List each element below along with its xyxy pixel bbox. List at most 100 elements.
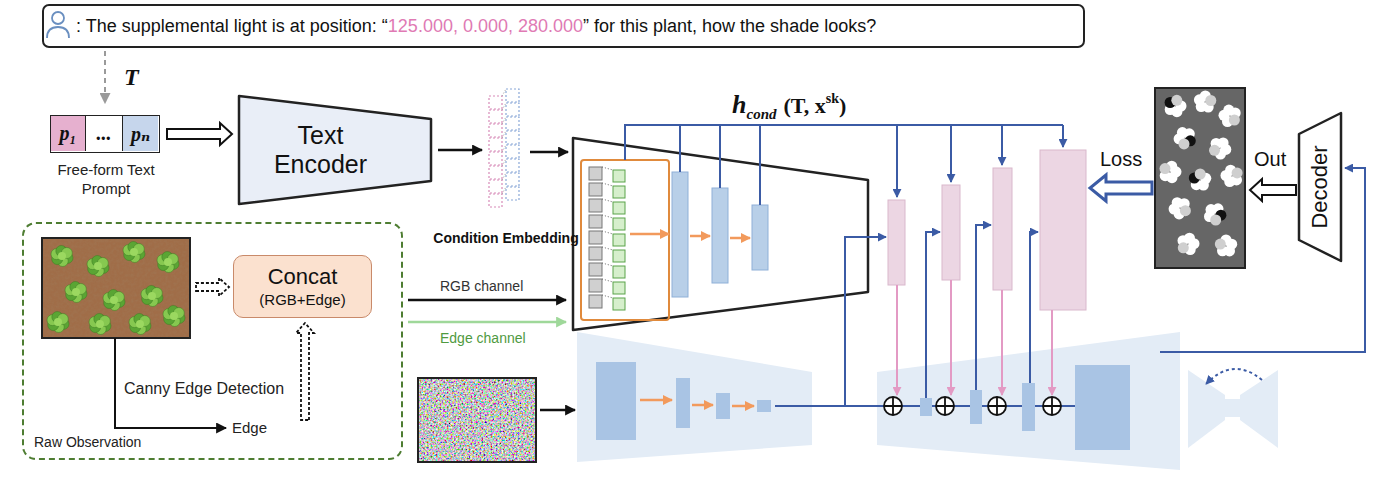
rgb-cell [589, 167, 602, 180]
hcond-wires [950, 125, 952, 182]
strip-caption: Free-form Text Prompt [56, 160, 156, 198]
flow-label: Loss [1100, 148, 1142, 171]
embedding-cells [489, 89, 519, 207]
hcond-expression: hcond(T, xsk) [732, 90, 846, 120]
condition-arrow [530, 151, 568, 154]
plant-leaf [170, 312, 178, 320]
cell-link [602, 167, 613, 170]
pink-injection-wires [1001, 290, 1003, 395]
plant-leaf [148, 292, 156, 300]
cell-link [602, 247, 613, 250]
edge-cell [613, 266, 625, 278]
unet-encoder-blocks [596, 362, 771, 440]
prompt-text: ” for this plant, how the shade looks? [583, 16, 876, 37]
noise-image [418, 378, 575, 462]
unet-decoder-blocks [1075, 365, 1130, 450]
unet-decoder-blocks [920, 398, 932, 416]
plant-leaf [110, 296, 118, 304]
pink-injection-wires [1051, 310, 1053, 395]
raw-observation-group: Raw ObservationConcat(RGB+Edge) [22, 222, 403, 460]
unet-shades [877, 332, 1180, 470]
decoder-outline [1299, 113, 1341, 261]
cell-link [602, 215, 613, 218]
hollow-arrows [196, 175, 1296, 420]
edge-cell [613, 218, 625, 230]
rgb-cell [589, 295, 602, 308]
plant-sprites [47, 242, 185, 335]
plant-leaf [130, 248, 138, 256]
token-cell: pₙ [123, 116, 158, 151]
control-encoder [752, 205, 768, 270]
hcond-wires [719, 125, 721, 188]
hcond-wires [679, 125, 681, 172]
raw-image [42, 238, 190, 338]
output-shade-image [1155, 88, 1245, 268]
unet-main-wire [926, 232, 940, 398]
edge-cell [613, 282, 625, 294]
channel-label: RGB channel [440, 278, 523, 294]
rgb-channel-arrow [408, 299, 566, 302]
unet-decoder-blocks [1022, 383, 1035, 431]
control-encoder [730, 237, 750, 240]
hcond-wires [759, 125, 761, 205]
rgb-cell [589, 183, 602, 196]
user-icon [47, 12, 69, 38]
edge-cell [613, 170, 625, 182]
unet-encoder-blocks [692, 404, 713, 407]
add-symbols [1043, 397, 1061, 415]
zero-conv-blocks [993, 168, 1012, 290]
raw-image [42, 238, 190, 338]
step-label: Canny Edge Detection [124, 380, 284, 398]
unet-shades [1206, 369, 1262, 384]
zero-conv-blocks [942, 185, 960, 280]
cell-link [602, 295, 613, 298]
math-superscript: sk [826, 91, 839, 107]
decoder-label: Decoder [1307, 145, 1333, 228]
unet-encoder-blocks [716, 393, 730, 419]
add-symbols [936, 397, 954, 415]
unet-shades [1224, 399, 1241, 417]
plant-leaf [58, 252, 66, 260]
channel-label: Edge channel [440, 330, 526, 346]
unet-shades [1188, 370, 1225, 448]
control-encoder [712, 188, 728, 283]
embedding-link [502, 173, 506, 180]
noise-image [418, 378, 536, 462]
shade-leaf [1178, 242, 1189, 253]
shade-leaf [1160, 163, 1171, 174]
edge-cell [613, 234, 625, 246]
concat-sub: (RGB+Edge) [259, 290, 345, 309]
control-encoder [630, 233, 669, 236]
embedding-link [502, 131, 506, 138]
unet-decoder-blocks [970, 390, 982, 424]
unet-shades [577, 332, 812, 462]
embedding-cell [489, 96, 502, 109]
zero-conv-blocks [888, 200, 905, 285]
embedding-cell [506, 89, 519, 102]
plant-leaf [54, 318, 62, 326]
add-symbols [884, 397, 902, 415]
add-symbols [884, 397, 1061, 415]
flow-label: Out [1254, 148, 1286, 171]
shade-leaf [1171, 95, 1182, 106]
rgb-cell [589, 247, 602, 260]
embedding-link [502, 145, 506, 152]
math-subscript: cond [746, 106, 776, 123]
cell-link [602, 231, 613, 234]
hollow-arrow [196, 278, 229, 296]
output-shade-image [1155, 88, 1245, 268]
shade-leaf [1209, 145, 1220, 156]
hcond-wires [625, 125, 1063, 160]
cell-link [602, 279, 613, 282]
plant-leaf [72, 288, 80, 296]
rgb-cell [589, 199, 602, 212]
group-label: Raw Observation [34, 434, 141, 450]
edge-cell [613, 250, 625, 262]
control-encoder [672, 172, 688, 297]
cell-link [602, 183, 613, 186]
control-input-cells [589, 167, 625, 310]
prompt-value: 125.000, 0.000, 280.000 [388, 16, 583, 37]
